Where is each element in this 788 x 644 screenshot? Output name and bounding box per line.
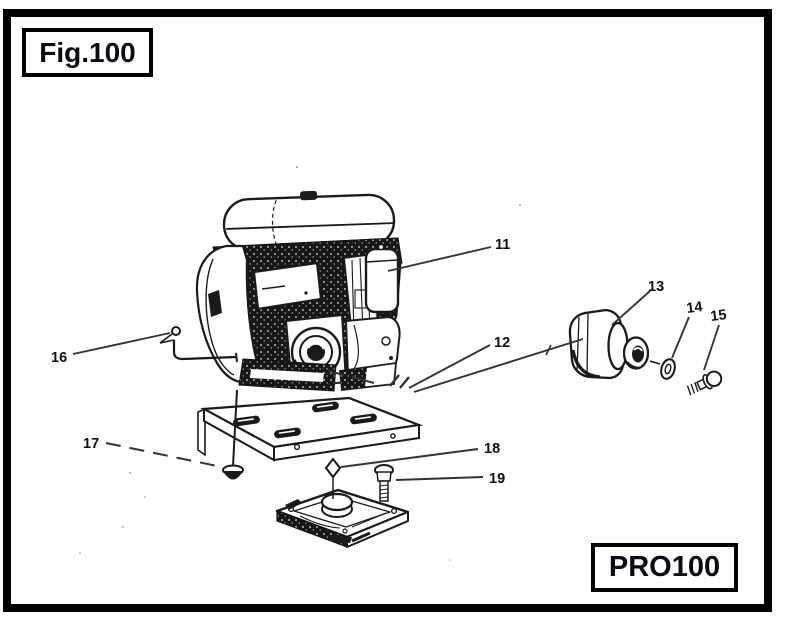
callout-label-13: 13 [648,279,664,295]
mounting-plate-shape [197,396,424,462]
leader-line-18 [340,448,479,468]
leader-line-11 [387,246,492,272]
callout-label-16: 16 [51,350,67,366]
page-border-frame [3,9,772,612]
leader-line-13 [611,290,651,326]
crankshaft-axis-line [327,338,584,393]
small-bolt-shape [686,370,723,396]
washer-shape [660,358,676,380]
engine-drawing [195,190,403,392]
base-plate-shape [275,488,410,548]
figure-number-label: Fig.100 [39,36,136,68]
leader-line-12 [408,344,491,389]
callout-labels: 11 12 13 14 15 16 17 18 19 [51,237,728,487]
engine-feet-shape [238,358,398,392]
long-bolt-shape [222,389,244,480]
model-code-box: PRO100 [591,543,738,592]
callout-label-19: 19 [489,471,505,487]
stud-bolt-shape [324,457,342,499]
hook-wire-shape [159,326,238,363]
leader-lines [72,246,720,481]
figure-number-box: Fig.100 [22,28,153,77]
callout-label-11: 11 [495,237,510,253]
callout-label-14: 14 [686,299,704,317]
leader-line-16 [72,332,171,355]
leader-line-17 [105,442,223,468]
valve-cover-shape [252,261,323,311]
recoil-housing-shape [195,244,261,386]
leader-line-19 [395,476,484,481]
leader-line-15 [703,324,720,371]
hex-bolt-shape [374,464,394,502]
callout-label-18: 18 [484,441,500,457]
callout-label-15: 15 [710,307,728,325]
model-code-label: PRO100 [608,551,721,583]
callout-label-17: 17 [83,436,99,452]
air-cleaner-shape [364,243,400,314]
clutch-drum-shape [568,308,661,380]
plate-slot [233,401,377,439]
callout-label-12: 12 [494,335,510,351]
leader-line-14 [671,316,690,359]
